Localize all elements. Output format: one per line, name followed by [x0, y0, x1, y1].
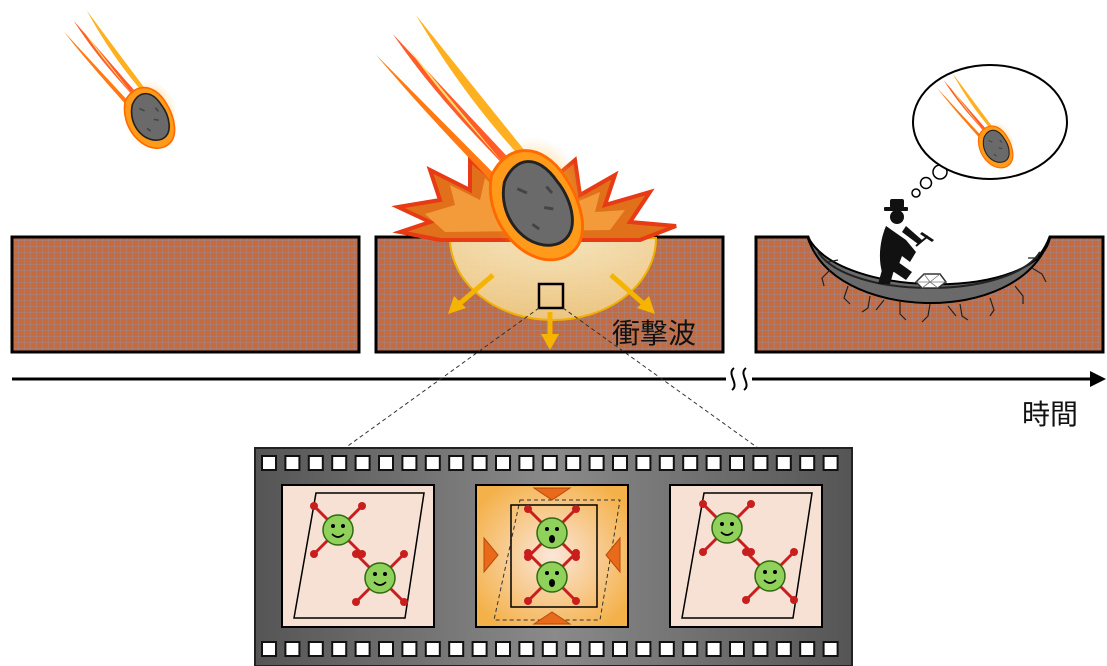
- film-perforation: [588, 455, 605, 471]
- film-perforation: [775, 455, 792, 471]
- film-perforation: [331, 455, 348, 471]
- film-frame-before: [281, 484, 435, 628]
- zoom-guide-right: [562, 307, 759, 449]
- film-perforation: [612, 641, 628, 657]
- ground-block-1: [10, 235, 361, 354]
- zoom-guide-left: [344, 307, 540, 449]
- film-perforation: [424, 641, 441, 657]
- film-perforation: [658, 641, 675, 657]
- crystal-icon: [914, 273, 948, 289]
- film-perforation: [331, 641, 348, 657]
- film-perforation: [565, 641, 582, 657]
- compression-arrow-icon: [483, 487, 621, 625]
- film-perforation: [448, 641, 465, 657]
- film-perforation: [541, 641, 558, 657]
- shock-zone: [448, 237, 658, 321]
- film-perforation: [378, 455, 394, 471]
- film-perforation: [541, 455, 558, 471]
- film-perforation: [752, 641, 769, 657]
- film-perforation: [705, 455, 722, 471]
- film-perforation: [729, 455, 745, 471]
- film-perforation: [729, 641, 745, 657]
- film-perforations-bottom: [261, 641, 839, 657]
- film-strip-icon: [254, 447, 853, 666]
- film-perforation: [635, 455, 652, 471]
- film-perforation: [354, 455, 371, 471]
- crater-icon: [754, 235, 1105, 354]
- film-perforations-top: [261, 455, 839, 471]
- film-perforation: [261, 455, 277, 471]
- film-perforation: [682, 455, 699, 471]
- film-perforation: [775, 641, 792, 657]
- film-perforation: [752, 455, 769, 471]
- film-perforation: [518, 455, 535, 471]
- film-perforation: [799, 455, 816, 471]
- shock-arrow-icon: [448, 273, 655, 350]
- film-perforation: [284, 455, 301, 471]
- film-perforation: [635, 641, 652, 657]
- film-perforation: [705, 641, 722, 657]
- film-perforation: [471, 641, 488, 657]
- film-perforation: [307, 641, 324, 657]
- zoom-box: [537, 282, 565, 310]
- film-perforation: [284, 641, 301, 657]
- time-label: 時間: [1022, 398, 1078, 431]
- film-perforation: [495, 641, 511, 657]
- film-perforation: [822, 455, 839, 471]
- film-perforation: [658, 455, 675, 471]
- time-axis: [12, 367, 1106, 391]
- film-frame-after: [669, 484, 823, 628]
- shock-wave-label: 衝撃波: [612, 317, 696, 350]
- film-perforation: [495, 455, 511, 471]
- film-perforation: [822, 641, 839, 657]
- film-perforation: [378, 641, 394, 657]
- film-frame-shock: [475, 484, 629, 628]
- film-perforation: [471, 455, 488, 471]
- film-perforation: [565, 455, 582, 471]
- film-perforation: [518, 641, 535, 657]
- film-perforation: [588, 641, 605, 657]
- film-perforation: [307, 455, 324, 471]
- film-perforation: [401, 641, 418, 657]
- meteor-icon: [60, 0, 183, 161]
- film-perforation: [401, 455, 418, 471]
- geologist-icon: [878, 199, 934, 284]
- film-perforation: [261, 641, 277, 657]
- film-perforation: [682, 641, 699, 657]
- film-perforation: [799, 641, 816, 657]
- film-perforation: [354, 641, 371, 657]
- axis-break-icon: [730, 367, 748, 391]
- film-perforation: [448, 455, 465, 471]
- film-perforation: [612, 455, 628, 471]
- film-perforation: [424, 455, 441, 471]
